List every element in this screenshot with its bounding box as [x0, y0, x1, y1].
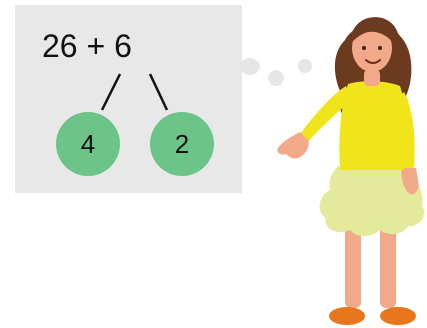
split-right-circle: 2 — [150, 112, 214, 176]
thought-dot-small — [298, 59, 312, 73]
right-eye — [378, 46, 382, 50]
addition-expression: 26 + 6 — [42, 28, 132, 64]
right-hand — [401, 168, 419, 195]
left-shoe — [329, 307, 365, 325]
mouth — [365, 59, 381, 64]
face — [352, 24, 392, 72]
right-shoe — [380, 307, 416, 325]
left-eye — [362, 46, 366, 50]
pointing-hand — [277, 132, 309, 159]
shirt — [339, 81, 406, 170]
skirt — [319, 166, 425, 236]
thought-dot-medium — [268, 70, 284, 86]
split-left-circle: 4 — [56, 112, 120, 176]
neck — [364, 70, 380, 86]
pointing-arm — [300, 86, 352, 142]
thought-dot-large — [240, 58, 260, 75]
hair-front — [350, 17, 400, 51]
left-leg — [345, 222, 361, 308]
right-leg — [380, 222, 396, 308]
